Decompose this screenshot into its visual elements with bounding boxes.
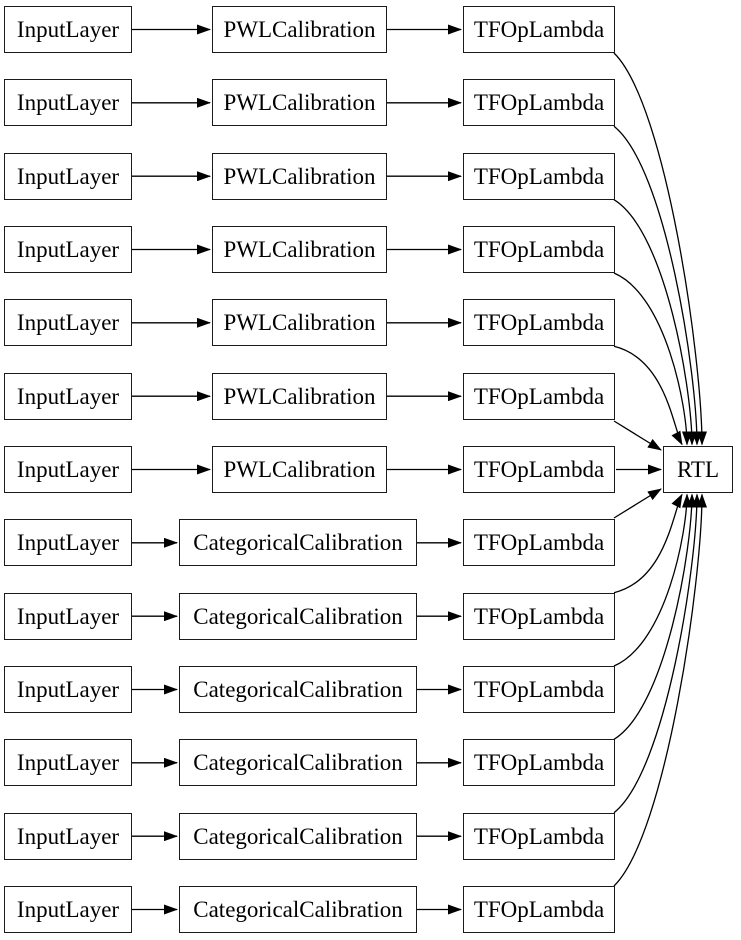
calibration-node-row9: CategoricalCalibration (179, 592, 417, 640)
tfoplambda-node-row13: TFOpLambda (463, 886, 615, 933)
input-layer-node-row11: InputLayer (4, 739, 132, 787)
edge-lambda-to-rtl-row6 (613, 420, 662, 451)
calibration-node-row6: PWLCalibration (212, 372, 387, 420)
rtl-node: RTL (663, 446, 733, 493)
edge-lambda-to-rtl-row8 (613, 488, 662, 519)
edge-lambda-to-rtl-row4 (613, 272, 692, 446)
tfoplambda-node-row11: TFOpLambda (463, 739, 615, 787)
edge-lambda-to-rtl-row11 (613, 493, 697, 740)
calibration-node-row7: PWLCalibration (212, 446, 387, 493)
tfoplambda-node-row5: TFOpLambda (463, 299, 615, 347)
edge-group (132, 24, 707, 915)
calibration-node-row8: CategoricalCalibration (179, 519, 417, 567)
edge-lambda-to-rtl-row3 (613, 199, 697, 446)
calibration-node-row2: PWLCalibration (212, 79, 387, 127)
edge-lambda-to-rtl-row2 (613, 125, 702, 446)
calibration-node-row10: CategoricalCalibration (179, 666, 417, 713)
tfoplambda-node-row1: TFOpLambda (463, 6, 615, 53)
tfoplambda-node-row7: TFOpLambda (463, 446, 615, 493)
tfoplambda-node-row6: TFOpLambda (463, 372, 615, 420)
tfoplambda-node-row9: TFOpLambda (463, 592, 615, 640)
input-layer-node-row9: InputLayer (4, 592, 132, 640)
calibration-node-row1: PWLCalibration (212, 6, 387, 53)
calibration-node-row3: PWLCalibration (212, 152, 387, 200)
tfoplambda-node-row12: TFOpLambda (463, 812, 615, 860)
edge-lambda-to-rtl-row10 (613, 493, 692, 667)
calibration-node-row5: PWLCalibration (212, 299, 387, 347)
calibration-node-row4: PWLCalibration (212, 226, 387, 273)
calibration-node-row11: CategoricalCalibration (179, 739, 417, 787)
input-layer-node-row4: InputLayer (4, 226, 132, 273)
input-layer-node-row8: InputLayer (4, 519, 132, 567)
input-layer-node-row6: InputLayer (4, 372, 132, 420)
edge-lambda-to-rtl-row12 (613, 493, 702, 814)
input-layer-node-row7: InputLayer (4, 446, 132, 493)
input-layer-node-row13: InputLayer (4, 886, 132, 933)
edge-lambda-to-rtl-row9 (613, 493, 683, 594)
edge-lambda-to-rtl-row5 (613, 345, 683, 446)
input-layer-node-row12: InputLayer (4, 812, 132, 860)
tfoplambda-node-row8: TFOpLambda (463, 519, 615, 567)
input-layer-node-row3: InputLayer (4, 152, 132, 200)
edge-lambda-to-rtl-row1 (613, 52, 707, 446)
calibration-node-row13: CategoricalCalibration (179, 886, 417, 933)
input-layer-node-row5: InputLayer (4, 299, 132, 347)
tfoplambda-node-row4: TFOpLambda (463, 226, 615, 273)
tfoplambda-node-row3: TFOpLambda (463, 152, 615, 200)
tfoplambda-node-row2: TFOpLambda (463, 79, 615, 127)
calibration-node-row12: CategoricalCalibration (179, 812, 417, 860)
tfoplambda-node-row10: TFOpLambda (463, 666, 615, 713)
input-layer-node-row10: InputLayer (4, 666, 132, 713)
edge-lambda-to-rtl-row13 (613, 493, 707, 887)
input-layer-node-row2: InputLayer (4, 79, 132, 127)
input-layer-node-row1: InputLayer (4, 6, 132, 53)
